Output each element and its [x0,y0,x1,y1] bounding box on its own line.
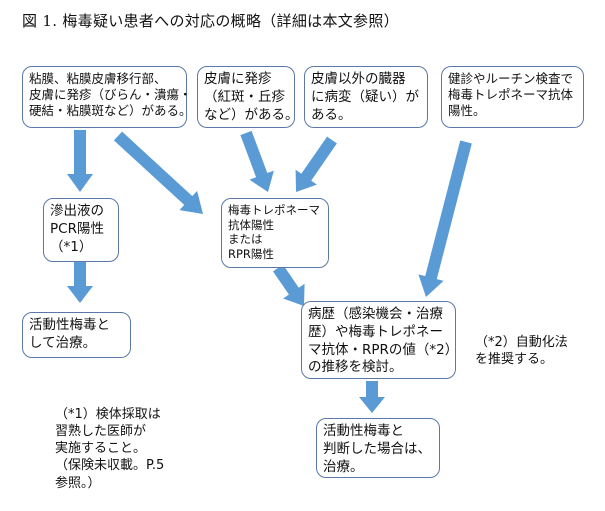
box-line: 皮膚以外の臓器 [311,71,406,87]
box-line: 歴）や梅毒トレポネー [308,323,443,340]
arrow-mucosa-to-antibody [113,131,203,214]
box-line: 判断した場合は、 [323,440,431,457]
box-line: PCR陽性 [50,220,104,237]
box-checkup-positive: 健診やルーチン検査で 梅毒トレポネーマ抗体 陽性。 [441,66,584,128]
note-line: 習熟した医師が [55,424,147,440]
box-line: して治療。 [29,334,97,351]
note-line: （*1）検体採取は [55,407,161,422]
box-line: に病変（疑い）が [311,88,419,105]
box-line: RPR陽性 [228,246,274,261]
arrow-mucosa-to-pcr [67,130,93,192]
box-antibody-positive: 梅毒トレポネーマ 抗体陽性 または RPR陽性 [221,198,329,268]
footnote-1: （*1）検体採取は 習熟した医師が 実施すること。 （保険未収載。P.5 参照。… [55,406,164,492]
note-line: （*2）自動化法 [475,335,568,350]
box-line: 健診やルーチン検査で [448,71,574,86]
box-line: 硬結・粘膜斑など）がある。 [29,103,192,118]
box-line: 皮膚に発疹（びらん・潰瘍・ [29,87,192,102]
box-line: 活動性梅毒と [29,317,110,333]
figure-title: 図 1. 梅毒疑い患者への対応の概略（詳細は本文参照） [22,12,399,30]
arrow-antibody-to-history [273,264,305,306]
arrow-checkup-to-history [418,140,472,297]
arrow-organ-to-antibody [295,136,337,192]
box-treat-active: 活動性梅毒と して治療。 [22,312,131,358]
box-mucosa-lesion: 粘膜、粘膜皮膚移行部、 皮膚に発疹（びらん・潰瘍・ 硬結・粘膜斑など）がある。 [22,66,192,128]
note-line: 実施すること。 [55,441,147,457]
note-line: を推奨する。 [475,352,554,368]
box-line: の推移を検討。 [308,359,403,376]
box-line: 梅毒トレポネーマ抗体 [448,87,574,102]
box-line: （紅斑・丘疹 [204,88,285,105]
box-judge-treat: 活動性梅毒と 判断した場合は、 治療。 [316,418,440,478]
box-line: （*1） [50,238,93,255]
box-line: 活動性梅毒と [323,423,404,439]
note-line: 参照。） [55,475,101,491]
box-line: マ抗体・RPRの値（*2） [308,341,459,358]
box-line: 滲出液の [50,203,104,219]
box-line: または [228,232,263,247]
arrow-history-to-judge [359,381,385,413]
box-line: 梅毒トレポネーマ [228,203,320,217]
box-line: 粘膜、粘膜皮膚移行部、 [29,71,167,86]
box-history-review: 病歴（感染機会・治療 歴）や梅毒トレポネー マ抗体・RPRの値（*2） の推移を… [301,301,459,379]
box-skin-rash: 皮膚に発疹 （紅斑・丘疹 など）がある。 [197,66,299,128]
arrow-rash-to-antibody [240,130,274,192]
box-line: 皮膚に発疹 [204,71,272,87]
box-line: 陽性。 [448,103,486,118]
box-line: など）がある。 [204,106,299,123]
arrow-pcr-to-treat [67,262,93,303]
box-organ-lesion: 皮膚以外の臓器 に病変（疑い）が ある。 [304,66,428,128]
box-line: ある。 [311,106,352,123]
note-line: （保険未収載。P.5 [55,458,165,474]
box-line: 治療。 [323,458,364,475]
box-line: 病歴（感染機会・治療 [308,306,443,322]
box-pcr-positive: 滲出液の PCR陽性 （*1） [43,198,119,262]
box-line: 抗体陽性 [228,217,274,232]
footnote-2: （*2）自動化法 を推奨する。 [475,334,568,368]
